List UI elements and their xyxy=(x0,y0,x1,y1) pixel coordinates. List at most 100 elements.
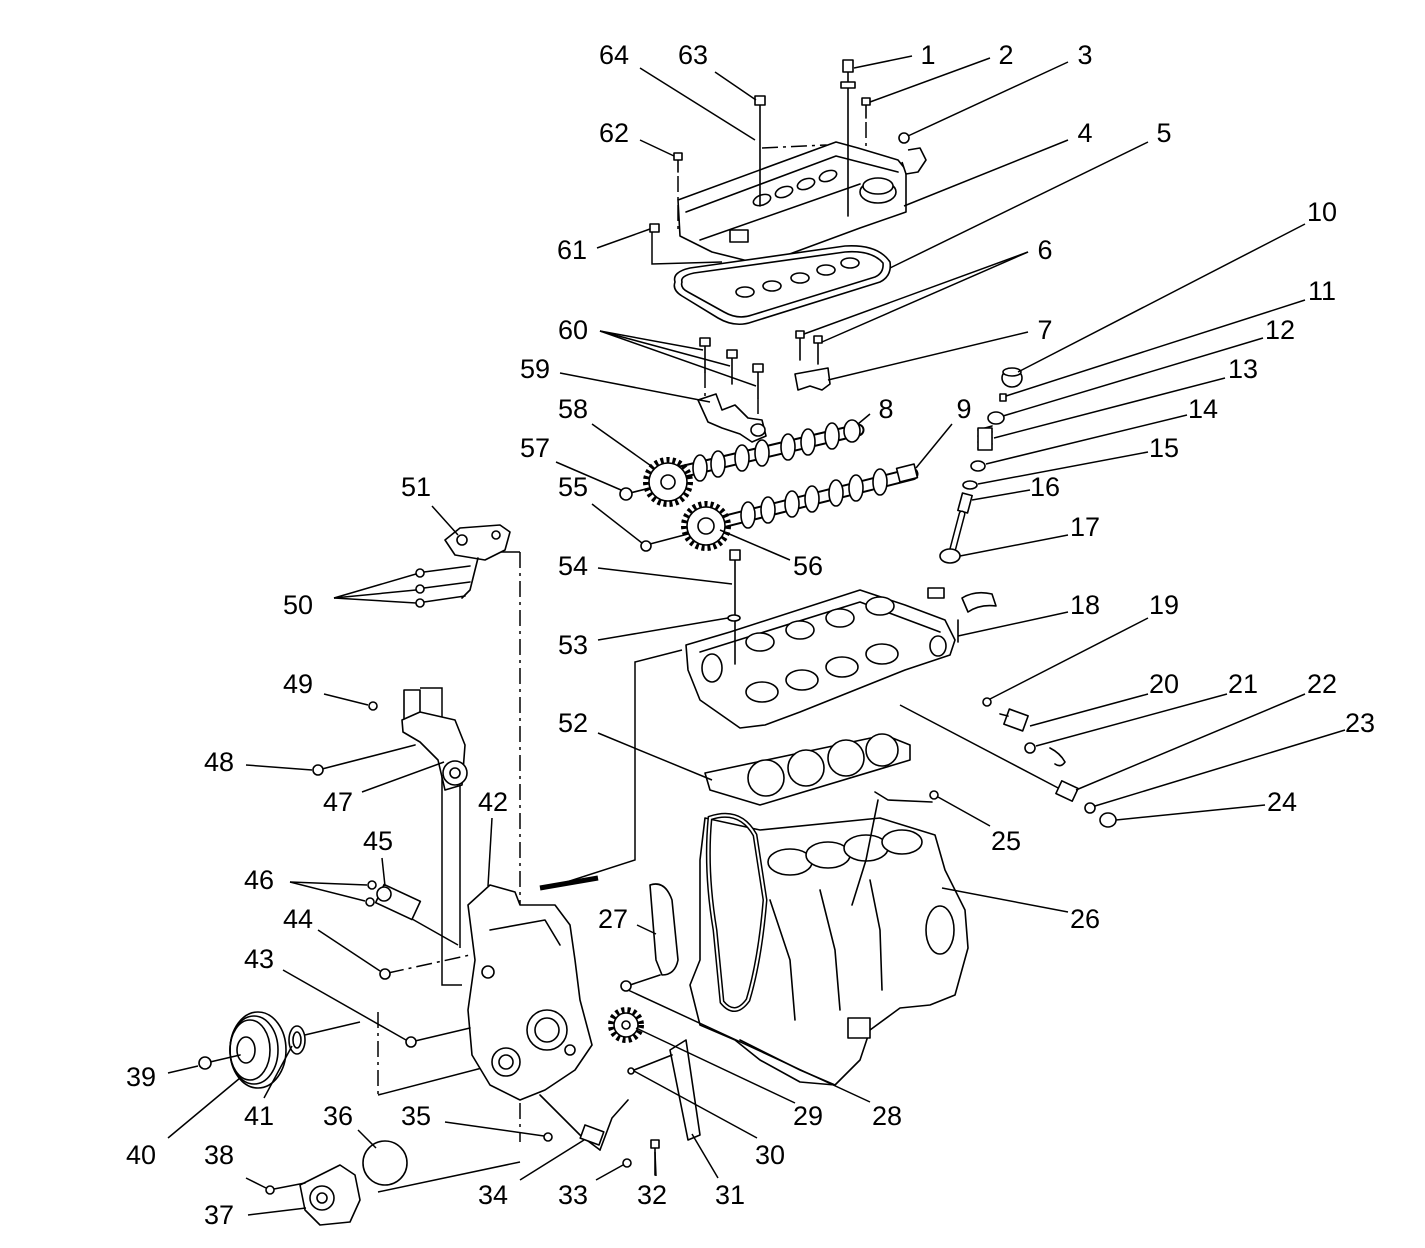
mount-bracket xyxy=(444,524,511,599)
leader-26 xyxy=(941,887,1069,913)
callout-labels: 1 2 3 4 5 6 7 8 9 10 11 12 13 14 15 16 1… xyxy=(126,40,1375,1230)
chain-tensioner xyxy=(365,880,471,1048)
bracket-bolts xyxy=(415,565,471,608)
callout-45: 45 xyxy=(363,826,393,856)
callout-4: 4 xyxy=(1077,118,1092,148)
intake-cam-sprocket xyxy=(643,457,693,507)
leader-38 xyxy=(245,1177,267,1189)
leader-42 xyxy=(487,817,493,887)
chain-tensioner-guide xyxy=(669,1039,701,1141)
leader-60c xyxy=(599,330,757,387)
leader-33 xyxy=(595,1164,624,1181)
leader-55 xyxy=(591,503,643,544)
leader-19 xyxy=(989,617,1149,700)
leader-34 xyxy=(519,1139,585,1181)
leader-60a xyxy=(599,330,704,351)
valve-train xyxy=(939,367,1023,564)
callout-16: 16 xyxy=(1030,472,1060,502)
callout-5: 5 xyxy=(1156,118,1171,148)
leader-41 xyxy=(263,1045,293,1099)
callout-8: 8 xyxy=(878,394,893,424)
callout-55: 55 xyxy=(558,472,588,502)
valve-cover-gasket xyxy=(673,245,892,326)
leader-2 xyxy=(869,57,991,103)
callout-36: 36 xyxy=(323,1101,353,1131)
leader-8 xyxy=(857,413,871,425)
leader-40 xyxy=(167,1077,241,1139)
callout-1: 1 xyxy=(920,40,935,70)
callout-39: 39 xyxy=(126,1062,156,1092)
leader-39 xyxy=(167,1065,199,1074)
callout-49: 49 xyxy=(283,669,313,699)
leader-17 xyxy=(959,534,1069,557)
leader-52 xyxy=(597,732,713,781)
leader-4 xyxy=(903,139,1069,207)
valve-cover-bolts xyxy=(649,59,927,233)
leader-64 xyxy=(639,67,756,141)
callout-33: 33 xyxy=(558,1180,588,1210)
leader-50a xyxy=(333,573,417,599)
leader-28 xyxy=(627,989,871,1103)
leader-44 xyxy=(317,929,381,972)
leader-58 xyxy=(591,423,655,469)
leader-36 xyxy=(357,1129,377,1149)
callout-2: 2 xyxy=(998,40,1013,70)
callout-28: 28 xyxy=(872,1101,902,1131)
leader-32 xyxy=(654,1151,657,1177)
exhaust-cam-actuator xyxy=(681,501,731,551)
sprocket-bolts xyxy=(619,487,689,552)
callout-21: 21 xyxy=(1228,669,1258,699)
oil-pickup xyxy=(539,1094,632,1168)
leader-20 xyxy=(1029,693,1149,727)
callout-42: 42 xyxy=(478,787,508,817)
leader-9 xyxy=(915,423,953,469)
intake-camshaft xyxy=(665,419,865,482)
leader-15 xyxy=(977,451,1149,485)
leader-54 xyxy=(597,567,733,585)
leader-29 xyxy=(635,1027,796,1104)
leader-16 xyxy=(971,489,1031,501)
leader-62 xyxy=(639,139,675,157)
callout-47: 47 xyxy=(323,787,353,817)
crank-pulley xyxy=(198,1011,306,1089)
callout-56: 56 xyxy=(793,551,823,581)
assembly-lines xyxy=(291,122,1063,1193)
callout-37: 37 xyxy=(204,1200,234,1230)
callout-54: 54 xyxy=(558,551,588,581)
belt-tensioner xyxy=(312,689,468,791)
leader-45 xyxy=(381,857,386,887)
exhaust-camshaft xyxy=(715,463,919,529)
cover-stud xyxy=(539,875,599,891)
leader-51 xyxy=(431,505,459,536)
leader-63 xyxy=(714,71,757,101)
callout-59: 59 xyxy=(520,354,550,384)
leader-21 xyxy=(1035,693,1228,747)
callout-7: 7 xyxy=(1037,315,1052,345)
leader-46a xyxy=(289,881,368,886)
leader-60b xyxy=(599,330,731,367)
callout-41: 41 xyxy=(244,1101,274,1131)
callout-23: 23 xyxy=(1345,708,1375,738)
leader-12 xyxy=(1002,337,1264,417)
cylinder-head xyxy=(685,589,956,729)
leader-46b xyxy=(289,881,366,902)
callout-18: 18 xyxy=(1070,590,1100,620)
sensor-parts xyxy=(982,697,1117,828)
callout-60: 60 xyxy=(558,315,588,345)
timing-chain xyxy=(705,812,768,1012)
callout-29: 29 xyxy=(793,1101,823,1131)
callout-34: 34 xyxy=(478,1180,508,1210)
leader-3 xyxy=(907,61,1069,137)
callout-20: 20 xyxy=(1149,669,1179,699)
leader-14 xyxy=(985,414,1188,465)
chain-guide xyxy=(649,883,679,976)
engine-block xyxy=(689,817,969,1086)
callout-17: 17 xyxy=(1070,512,1100,542)
callout-62: 62 xyxy=(599,118,629,148)
leader-47 xyxy=(361,761,445,793)
leader-22 xyxy=(1075,693,1306,791)
head-gasket xyxy=(704,733,911,806)
coolant-pipe xyxy=(851,790,939,906)
callout-30: 30 xyxy=(755,1140,785,1170)
